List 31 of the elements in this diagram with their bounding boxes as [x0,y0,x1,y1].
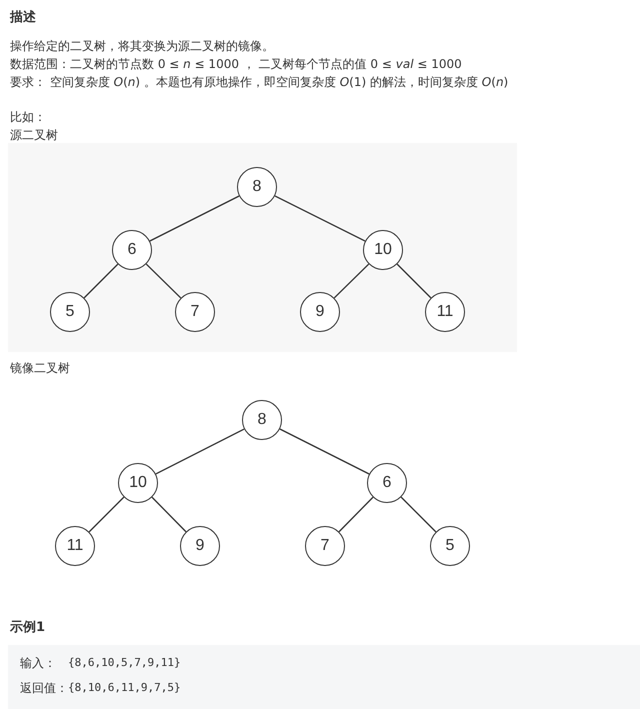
tree-node: 9 [180,526,220,566]
heading: 描述 [10,10,36,26]
tree-caption: 源二叉树 [10,127,58,143]
field-label: 输入： [20,655,56,671]
description-text: 比如： [10,109,46,125]
tree-node: 5 [430,526,470,566]
tree-edge [156,428,244,475]
tree-edge [400,496,436,532]
field-label: 返回值： [20,680,68,696]
tree-edge [88,496,124,532]
code-text: {8,10,6,11,9,7,5} [68,680,181,696]
tree-node: 6 [367,463,407,503]
tree-edge [150,195,240,242]
code-text: {8,6,10,5,7,9,11} [68,655,181,671]
tree-edge [396,264,432,298]
description-text: 数据范围：二叉树的节点数 0 ≤ n ≤ 1000 ， 二叉树每个节点的值 0 ≤ val ≤ 1000 [10,56,462,72]
tree-caption: 镜像二叉树 [10,360,70,376]
tree-edge [146,264,182,298]
heading: 示例1 [10,620,46,636]
tree-node: 10 [118,463,158,503]
description-text: 要求： 空间复杂度 O(n) 。本题也有原地操作，即空间复杂度 O(1) 的解法，时间复杂度 O(n) [10,74,508,90]
description-text: 操作给定的二叉树，将其变换为源二叉树的镜像。 [10,38,274,54]
tree-node: 7 [305,526,345,566]
tree-edge [338,496,374,532]
tree-edge [334,264,370,298]
tree-edge [152,496,186,532]
tree-edge [280,428,370,475]
tree-edge [84,264,118,298]
tree-node: 8 [242,400,282,440]
tree-edge [274,195,366,242]
tree-node: 11 [55,526,95,566]
